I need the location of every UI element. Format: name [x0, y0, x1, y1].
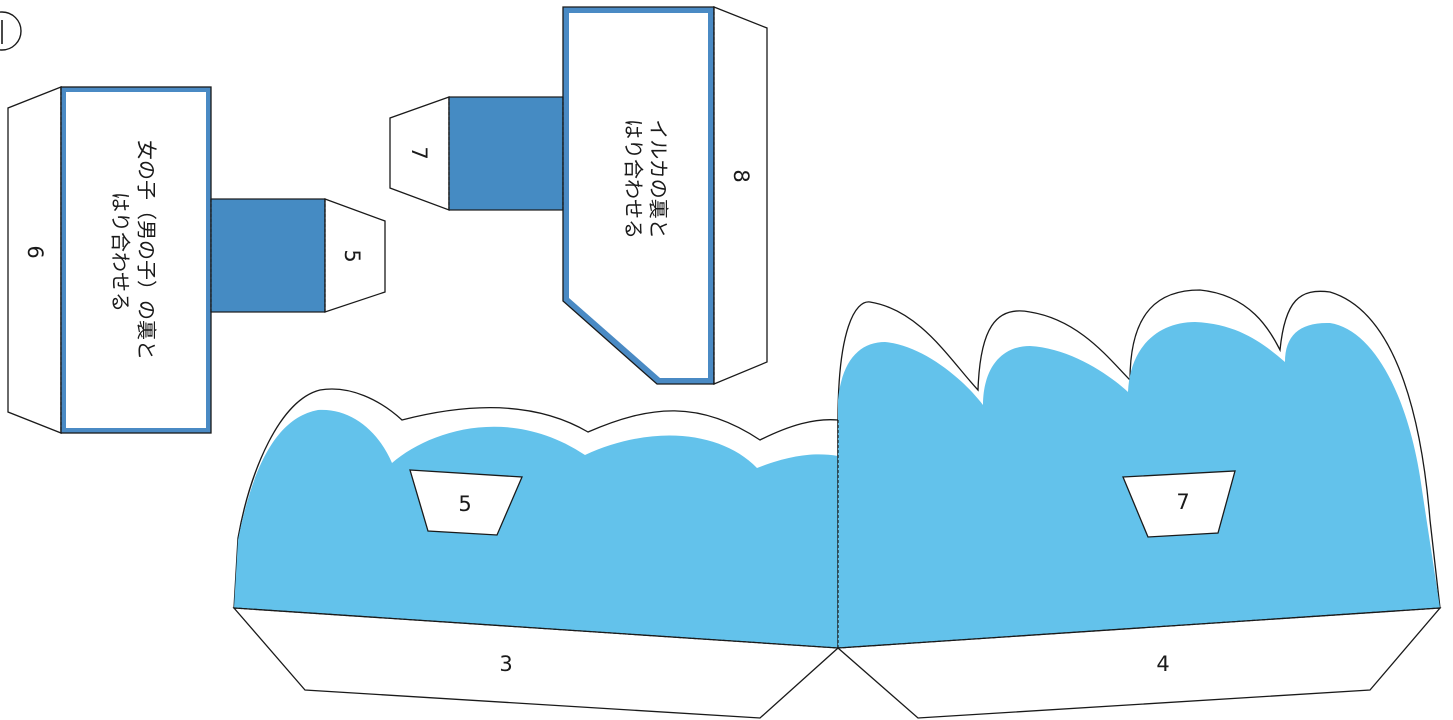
dolphin-piece-panel-inner — [569, 13, 708, 378]
base-right-number: 4 — [1156, 652, 1169, 676]
girl-piece-note-line1: 女の子（男の子）の裏と — [135, 140, 159, 360]
waves-base-piece: 5 7 3 4 — [232, 289, 1442, 719]
right-slot-window — [1122, 470, 1236, 538]
dolphin-piece-right-flap-number: 8 — [729, 169, 753, 182]
dolphin-piece-note-line1: イルカの裏と — [647, 119, 671, 238]
dolphin-piece-note-line2: はり合わせる — [622, 119, 646, 239]
left-slot-window — [409, 469, 523, 536]
girl-piece-left-flap — [7, 86, 62, 434]
dolphin-support-piece: 7 8 イルカの裏と はり合わせる — [389, 6, 768, 385]
girl-piece-blue-strip — [210, 198, 326, 313]
girl-support-piece: 6 5 女の子（男の子）の裏と はり合わせる — [7, 86, 386, 434]
base-left-flap — [232, 607, 840, 719]
right-slot-number: 7 — [1176, 490, 1189, 514]
left-slot-number: 5 — [458, 492, 471, 516]
girl-piece-right-tab-number: 5 — [340, 249, 364, 262]
dolphin-piece-blue-strip — [448, 96, 564, 211]
dolphin-piece-right-flap — [713, 6, 768, 385]
girl-piece-panel-inner — [66, 92, 206, 428]
base-left-number: 3 — [499, 652, 512, 676]
left-wave-water — [234, 409, 838, 648]
corner-marker-circle — [0, 11, 22, 51]
base-right-fold — [837, 607, 1441, 649]
girl-piece-left-flap-number: 6 — [23, 245, 47, 258]
girl-piece-note-line2: はり合わせる — [109, 192, 133, 312]
dolphin-piece-left-tab-number: 7 — [407, 146, 431, 159]
base-left-fold — [233, 607, 839, 649]
